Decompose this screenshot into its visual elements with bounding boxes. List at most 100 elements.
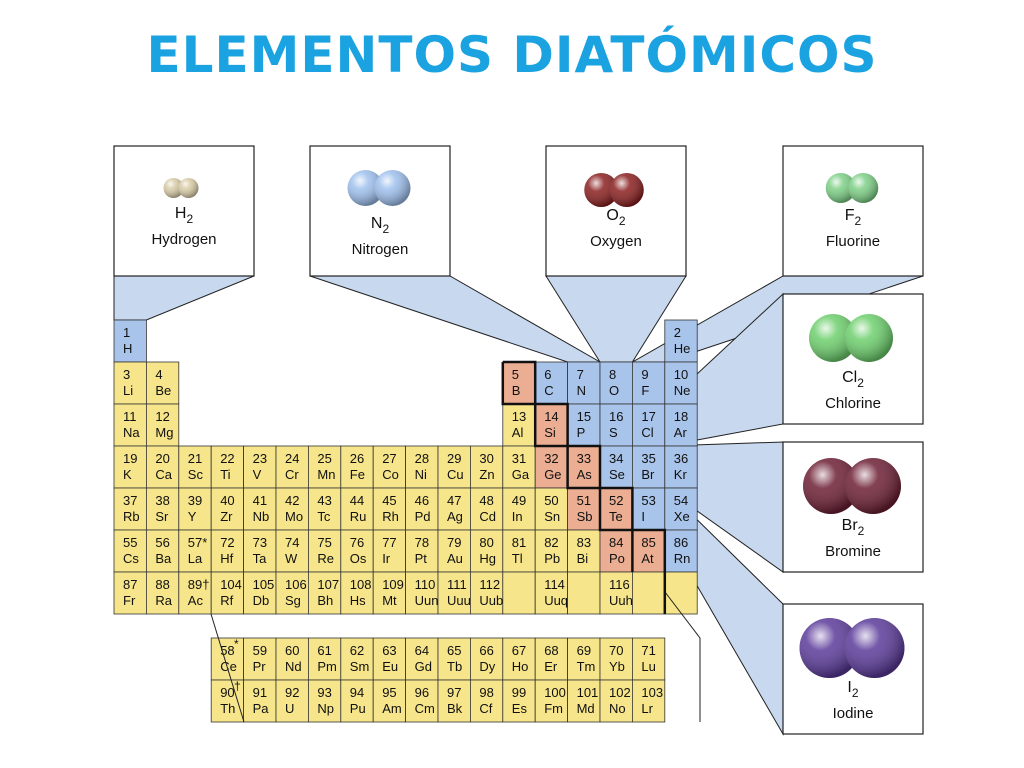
element-symbol: Ne [674, 383, 691, 398]
element-cell-background [567, 403, 601, 447]
element-number: 62 [350, 643, 364, 658]
element-number: 22 [220, 451, 234, 466]
element-number: 96 [415, 685, 429, 700]
element-symbol: Re [317, 551, 334, 566]
element-symbol: Ac [188, 593, 204, 608]
element-cell: 19K [113, 445, 147, 489]
element-cell-background [632, 679, 666, 723]
element-symbol: Ni [415, 467, 427, 482]
element-symbol: Sn [544, 509, 560, 524]
element-number: 110 [415, 577, 436, 592]
element-cell-background [178, 487, 212, 531]
element-cell-background [664, 361, 698, 405]
element-number: 36 [674, 451, 688, 466]
element-cell-background [210, 445, 244, 489]
element-cell-background [599, 637, 633, 681]
element-cell-background [340, 445, 374, 489]
element-symbol: Np [317, 701, 334, 716]
element-symbol: Sr [155, 509, 169, 524]
element-symbol: Po [609, 551, 625, 566]
element-number: 45 [382, 493, 396, 508]
element-cell: 53I [632, 487, 666, 531]
element-cell-background [567, 487, 601, 531]
metalloid-staircase-line [501, 360, 667, 614]
element-cell: 39Y [178, 487, 212, 531]
metal-nonmetal-boundary [502, 360, 667, 614]
element-number: 70 [609, 643, 623, 658]
element-cell-background [664, 487, 698, 531]
element-number: 5 [512, 367, 519, 382]
element-symbol: Eu [382, 659, 398, 674]
element-symbol: Lu [641, 659, 655, 674]
element-number: 84 [609, 535, 623, 550]
element-symbol: Rf [220, 593, 233, 608]
element-cell: 8O [599, 361, 633, 405]
element-symbol: Hf [220, 551, 233, 566]
element-symbol: Ca [155, 467, 172, 482]
element-number: 44 [350, 493, 364, 508]
element-number: 98 [479, 685, 493, 700]
element-symbol: Se [609, 467, 625, 482]
element-symbol: Au [447, 551, 463, 566]
element-symbol: Bi [577, 551, 589, 566]
element-symbol: Sm [350, 659, 370, 674]
molecule-formula: Cl2 [842, 369, 864, 390]
element-symbol: Tb [447, 659, 462, 674]
element-number: 114 [544, 577, 565, 592]
element-cell-background [178, 529, 212, 573]
element-number: 88 [155, 577, 169, 592]
element-number: 77 [382, 535, 396, 550]
element-symbol: Fe [350, 467, 365, 482]
element-cell-background [275, 679, 309, 723]
element-symbol: Hs [350, 593, 366, 608]
element-number: 93 [317, 685, 331, 700]
element-cell-background [534, 445, 569, 489]
element-number: 38 [155, 493, 169, 508]
element-symbol: Dy [479, 659, 495, 674]
element-number: 78 [415, 535, 429, 550]
element-number: 107 [317, 577, 339, 592]
element-symbol: Sg [285, 593, 301, 608]
element-cell-background [275, 637, 309, 681]
element-symbol: Tl [512, 551, 523, 566]
element-cell-background [632, 571, 666, 615]
element-number: 40 [220, 493, 234, 508]
element-symbol: Kr [674, 467, 688, 482]
element-cell-background [502, 445, 536, 489]
molecule-name: Bromine [825, 543, 881, 560]
element-cell-background [145, 487, 180, 531]
element-cell-background [145, 403, 180, 447]
element-cell-background [307, 571, 342, 615]
molecule-name: Nitrogen [352, 241, 409, 258]
element-number: 15 [577, 409, 591, 424]
nitrogen-molecule-icon [347, 170, 411, 206]
element-symbol: Mt [382, 593, 397, 608]
element-number: 79 [447, 535, 461, 550]
element-number: 30 [479, 451, 493, 466]
element-symbol: Mg [155, 425, 173, 440]
element-number: 8 [609, 367, 616, 382]
element-symbol: Cl [641, 425, 653, 440]
element-cell-background [502, 637, 536, 681]
molecule-name: Oxygen [590, 233, 642, 250]
